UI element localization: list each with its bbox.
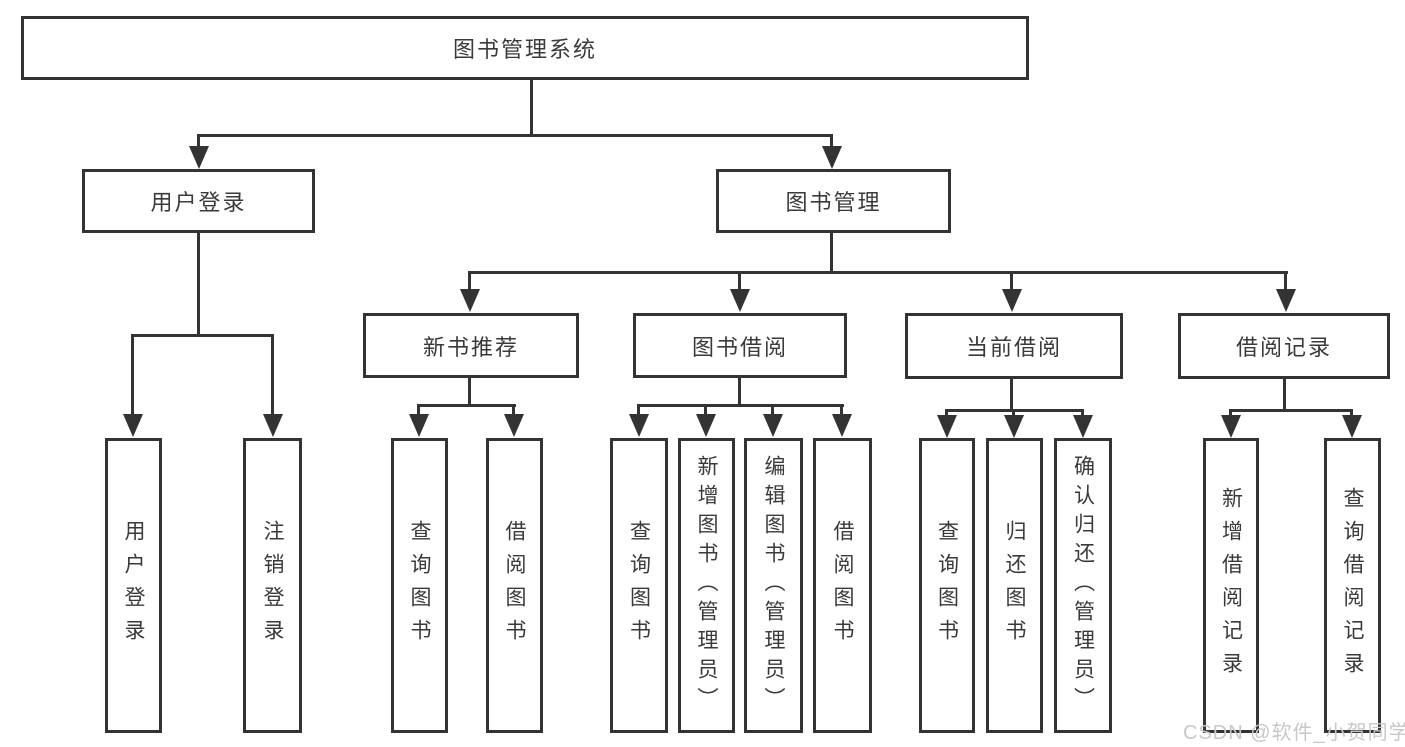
leaf-label: 借阅图书 bbox=[503, 519, 526, 652]
node-label: 图书管理 bbox=[785, 190, 882, 215]
leaf-label: 查询图书 bbox=[935, 519, 959, 652]
connector-records-stem bbox=[1283, 379, 1286, 412]
node-label: 用户登录 bbox=[150, 190, 247, 215]
arrow-down-icon bbox=[1342, 415, 1362, 438]
connector-arrow-stem bbox=[1284, 271, 1287, 290]
connector-arrow-stem bbox=[1010, 271, 1013, 290]
arrow-down-icon bbox=[629, 414, 649, 437]
leaf-add-book-admin: 新增图书（管理员） bbox=[678, 438, 735, 733]
node-label: 新书推荐 bbox=[422, 334, 519, 360]
leaf-label: 用户登录 bbox=[122, 519, 145, 652]
connector-currentborrow-stem bbox=[1010, 379, 1013, 412]
leaf-query-books-current: 查询图书 bbox=[919, 438, 975, 733]
arrow-down-icon bbox=[1221, 415, 1241, 438]
connector-arrow-stem bbox=[840, 404, 843, 417]
node-label: 图书借阅 bbox=[691, 334, 788, 360]
leaf-label: 查询图书 bbox=[627, 519, 651, 652]
connector-arrow-stem bbox=[945, 409, 948, 418]
leaf-edit-book-admin: 编辑图书（管理员） bbox=[744, 438, 803, 733]
connector-arrow-stem bbox=[197, 134, 200, 150]
connector-bookmgmt-stem bbox=[830, 233, 833, 274]
connector-arrow-stem bbox=[131, 334, 134, 416]
connector-userlogin-branch bbox=[131, 334, 274, 337]
arrow-down-icon bbox=[460, 289, 480, 312]
arrow-down-icon bbox=[1276, 289, 1296, 312]
arrow-down-icon bbox=[763, 414, 783, 437]
leaf-query-books-recommend: 查询图书 bbox=[391, 438, 448, 733]
connector-records-branch bbox=[1229, 409, 1353, 412]
connector-root-stem bbox=[530, 80, 533, 137]
leaf-confirm-return-admin: 确认归还（管理员） bbox=[1054, 438, 1112, 733]
connector-arrow-stem bbox=[1229, 409, 1232, 418]
leaf-add-borrow-record: 新增借阅记录 bbox=[1203, 438, 1259, 733]
node-label: 借阅记录 bbox=[1235, 335, 1332, 360]
leaf-query-borrow-record: 查询借阅记录 bbox=[1324, 438, 1381, 733]
connector-arrow-stem bbox=[1081, 409, 1084, 418]
connector-newbook-stem bbox=[468, 378, 471, 407]
leaf-label: 查询图书 bbox=[408, 519, 431, 652]
node-book-borrowing: 图书借阅 bbox=[633, 313, 847, 378]
connector-arrow-stem bbox=[1012, 409, 1015, 418]
arrow-down-icon bbox=[1004, 415, 1024, 438]
leaf-label: 查询借阅记录 bbox=[1341, 486, 1364, 685]
arrow-down-icon bbox=[409, 414, 429, 437]
node-label: 当前借阅 bbox=[965, 335, 1062, 360]
connector-arrow-stem bbox=[417, 404, 420, 417]
leaf-label: 新增图书（管理员） bbox=[695, 455, 718, 716]
connector-arrow-stem bbox=[468, 271, 471, 290]
arrow-down-icon bbox=[822, 146, 842, 169]
arrow-down-icon bbox=[937, 415, 957, 438]
arrow-down-icon bbox=[730, 289, 750, 312]
leaf-label: 新增借阅记录 bbox=[1219, 486, 1243, 685]
arrow-down-icon bbox=[832, 414, 852, 437]
leaf-borrow-books-recommend: 借阅图书 bbox=[486, 438, 543, 733]
connector-newbook-branch bbox=[417, 404, 516, 407]
node-user-login: 用户登录 bbox=[82, 169, 315, 233]
csdn-watermark: CSDN @软件_小贺同学 bbox=[1183, 722, 1405, 744]
leaf-label: 注销登录 bbox=[261, 519, 284, 652]
connector-arrow-stem bbox=[512, 404, 515, 417]
node-system-root: 图书管理系统 bbox=[21, 16, 1029, 80]
arrow-down-icon bbox=[1002, 289, 1022, 312]
node-borrowing-records: 借阅记录 bbox=[1178, 313, 1390, 379]
leaf-return-book: 归还图书 bbox=[986, 438, 1043, 733]
arrow-down-icon bbox=[1073, 415, 1093, 438]
connector-bookborrow-branch bbox=[637, 404, 844, 407]
leaf-label: 归还图书 bbox=[1003, 519, 1026, 652]
arrow-down-icon bbox=[504, 414, 524, 437]
leaf-label: 确认归还（管理员） bbox=[1071, 455, 1095, 716]
leaf-borrow-books: 借阅图书 bbox=[813, 438, 872, 733]
connector-level2-branch bbox=[197, 134, 833, 137]
leaf-label: 编辑图书（管理员） bbox=[762, 455, 785, 716]
connector-arrow-stem bbox=[1350, 409, 1353, 418]
connector-arrow-stem bbox=[830, 134, 833, 150]
connector-arrow-stem bbox=[704, 404, 707, 417]
node-book-management: 图书管理 bbox=[716, 169, 951, 233]
connector-bookborrow-stem bbox=[738, 378, 741, 407]
connector-level3-branch bbox=[468, 271, 1288, 274]
connector-arrow-stem bbox=[637, 404, 640, 417]
leaf-query-books-borrow: 查询图书 bbox=[610, 438, 668, 733]
arrow-down-icon bbox=[123, 414, 143, 437]
node-new-book-recommendation: 新书推荐 bbox=[363, 313, 579, 378]
leaf-label: 借阅图书 bbox=[831, 519, 854, 652]
node-label: 图书管理系统 bbox=[452, 37, 597, 62]
connector-arrow-stem bbox=[271, 334, 274, 416]
arrow-down-icon bbox=[263, 414, 283, 437]
connector-arrow-stem bbox=[738, 271, 741, 290]
arrow-down-icon bbox=[696, 414, 716, 437]
leaf-user-login: 用户登录 bbox=[105, 438, 162, 733]
arrow-down-icon bbox=[189, 146, 209, 169]
node-current-borrowing: 当前借阅 bbox=[905, 313, 1123, 379]
connector-userlogin-stem bbox=[197, 233, 200, 336]
leaf-logout: 注销登录 bbox=[243, 438, 302, 733]
connector-arrow-stem bbox=[771, 404, 774, 417]
